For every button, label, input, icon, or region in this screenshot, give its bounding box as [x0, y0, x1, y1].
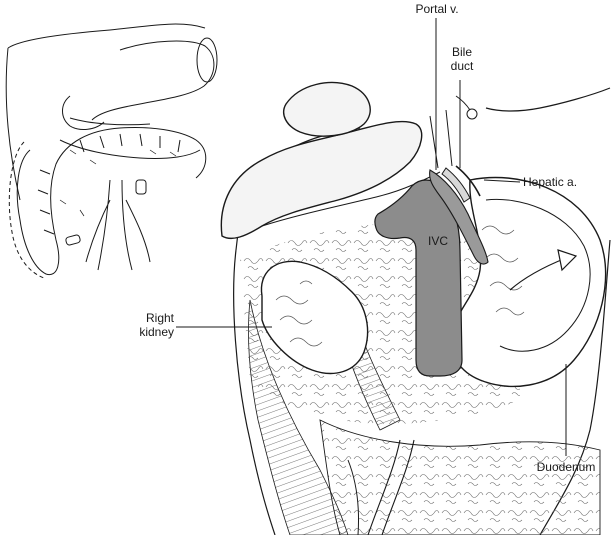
label-hepatic-a: Hepatic a.	[523, 175, 578, 189]
hepatic-a-leader	[483, 179, 521, 183]
gallbladder-fold	[282, 81, 371, 137]
label-right-kidney-line1: Right	[145, 311, 174, 325]
hepatic-artery-shape	[455, 165, 481, 197]
label-bile-duct-line1: Bile	[451, 45, 472, 59]
label-right-kidney-line2: kidney	[139, 325, 174, 339]
portal-vein-shape	[429, 169, 489, 265]
label-right-kidney: Right kidney	[124, 311, 174, 339]
label-portal-v: Portal v.	[415, 2, 459, 16]
right-kidney	[260, 260, 369, 375]
pancreas-head-texture	[481, 225, 525, 316]
label-bile-duct: Bile duct	[445, 45, 479, 73]
inset-colon	[16, 127, 207, 276]
bile-duct-shape	[441, 167, 471, 203]
liver-lobe	[220, 120, 423, 240]
ivc-shape	[374, 179, 463, 377]
label-ivc: IVC	[428, 234, 449, 248]
inset-stomach	[91, 40, 215, 121]
label-duodenum: Duodenum	[536, 460, 596, 474]
duodenum-loop	[450, 176, 607, 388]
inset-sketch	[5, 23, 218, 279]
gonadal-vessels	[367, 439, 415, 535]
leader-lines	[176, 18, 567, 456]
label-bile-duct-line2: duct	[450, 59, 474, 73]
lower-mesentery	[319, 419, 601, 535]
